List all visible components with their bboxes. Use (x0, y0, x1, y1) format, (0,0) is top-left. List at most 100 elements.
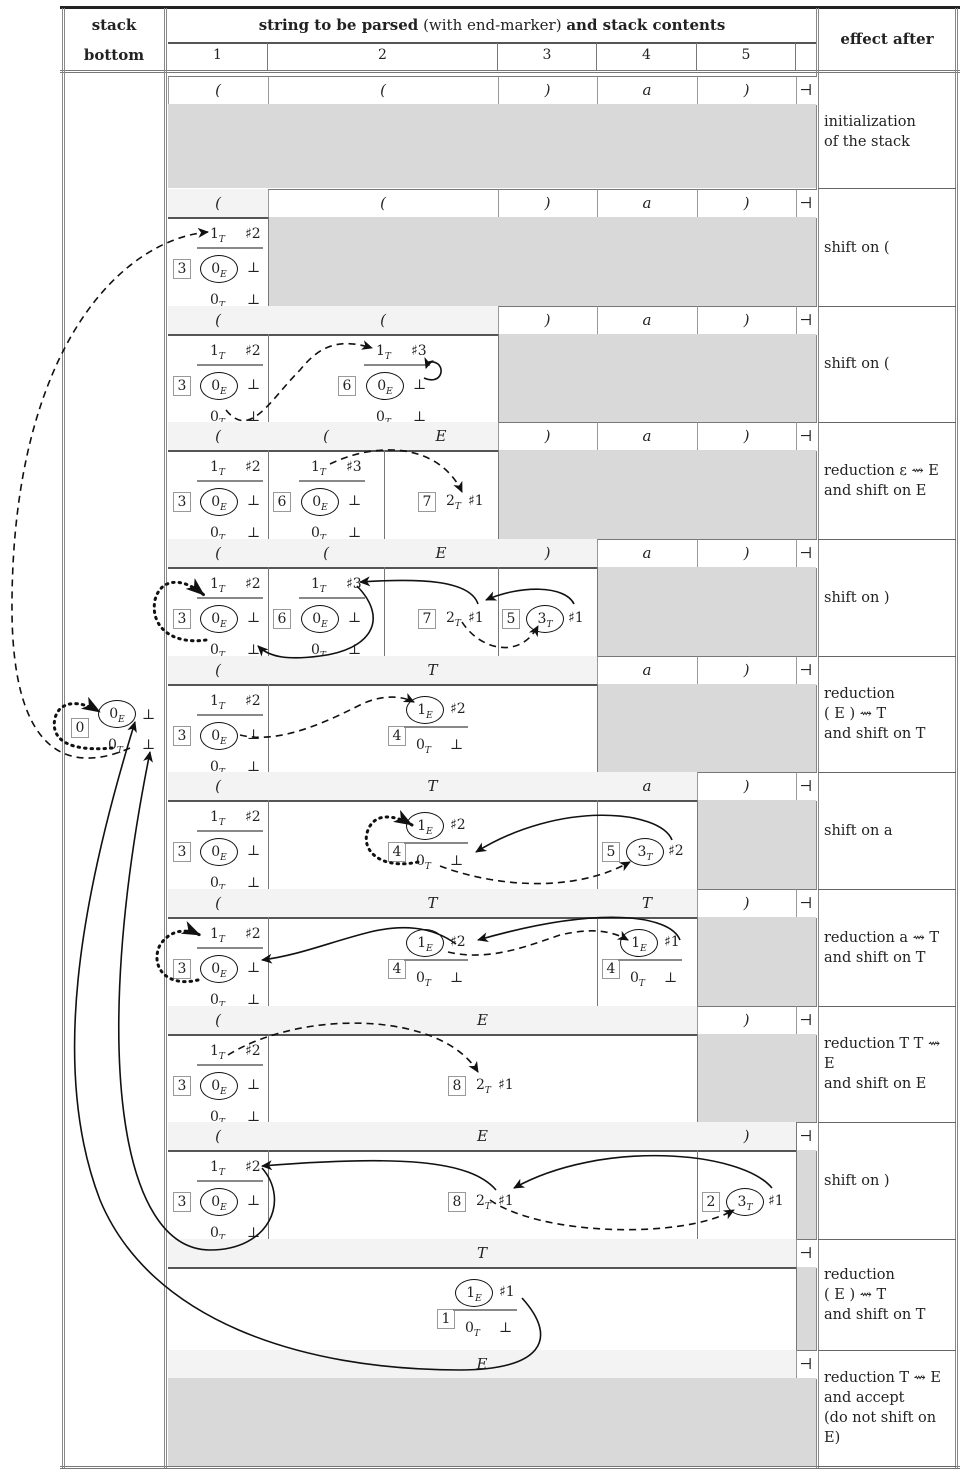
oval-0E: 0E (200, 955, 238, 983)
oval-1E: 1E (406, 696, 444, 724)
header-bottom: bottom (83, 46, 145, 64)
end-marker-cell (796, 539, 817, 568)
end-marker: ⊣ (799, 311, 813, 329)
bottom-symbol: ⊥ (247, 493, 261, 509)
empty-stack-region (796, 1267, 816, 1350)
input-symbol: a (642, 81, 652, 99)
input-symbol: ) (743, 1127, 750, 1145)
header-stack: stack (91, 16, 137, 34)
end-marker: ⊣ (799, 1011, 813, 1029)
effect-divider (818, 539, 956, 540)
end-marker-cell (796, 1350, 817, 1379)
state-box: 5 (502, 609, 520, 629)
input-symbol: ) (743, 194, 750, 212)
effect-line: shift on ) (824, 1172, 890, 1189)
symbol-cell-bg (697, 772, 797, 801)
grid-line (168, 1034, 698, 1036)
label-0T: 0T (210, 1225, 225, 1244)
stack-bottom-box: 0 (71, 718, 89, 738)
bottom-symbol: ⊥ (413, 409, 427, 425)
input-symbol: ( (323, 427, 329, 445)
effect-line: of the stack (824, 134, 910, 150)
bottom-symbol: ⊥ (247, 642, 261, 658)
empty-stack-region (597, 567, 816, 656)
state-box: 8 (448, 1076, 466, 1096)
grid-line (168, 1267, 796, 1269)
label-1T: 1T (210, 226, 225, 245)
sharp-label: ♯1 (568, 610, 584, 626)
bottom-symbol: ⊥ (247, 1077, 261, 1093)
label-2T: 2T (446, 493, 461, 512)
effect-line: shift on ( (824, 239, 890, 256)
stack-bar (197, 597, 263, 599)
bottom-symbol: ⊥ (450, 853, 464, 869)
end-marker: ⊣ (799, 1127, 813, 1145)
state-box: 7 (418, 492, 436, 512)
end-marker-cell (796, 306, 817, 335)
input-symbol: T (427, 777, 438, 795)
end-marker: ⊣ (799, 427, 813, 445)
end-marker: ⊣ (799, 661, 813, 679)
grid-line (168, 1150, 796, 1152)
stack-bar (197, 830, 263, 832)
state-box: 4 (388, 726, 406, 746)
oval-3T: 3T (526, 605, 564, 633)
bottom-symbol: ⊥ (450, 737, 464, 753)
state-box: 3 (173, 492, 191, 512)
effect-line: E (824, 1056, 835, 1072)
effect-line: reduction ε ⇝ E (824, 462, 939, 479)
grid-line (384, 450, 385, 539)
symbol-cell-bg (498, 422, 598, 451)
symbol-cell-bg (597, 189, 698, 218)
effect-line: and shift on E (824, 1076, 927, 1092)
input-symbol: ( (323, 544, 329, 562)
empty-stack-region (268, 217, 816, 306)
effect-divider (818, 422, 956, 423)
header-title-part2: (with end-marker) (423, 16, 562, 34)
symbol-row (168, 1122, 816, 1150)
grid-line (796, 1267, 797, 1350)
col-header-1: 1 (213, 47, 222, 63)
input-symbol: T (427, 894, 438, 912)
sharp-label: ♯2 (245, 809, 261, 825)
input-symbol: E (435, 427, 447, 445)
frame-right (955, 8, 958, 1468)
empty-stack-region (796, 1150, 816, 1239)
stack-bar (197, 480, 263, 482)
state-box: 5 (602, 842, 620, 862)
solid-link-step11 (73, 721, 542, 1371)
symbol-cell-bg (697, 189, 797, 218)
input-symbol: ) (743, 661, 750, 679)
input-symbol: ) (743, 427, 750, 445)
input-symbol: E (477, 1011, 488, 1029)
effect-line: and shift on E (824, 482, 927, 499)
dotted-loop-step5 (152, 578, 208, 643)
symbol-cell-bg (697, 889, 797, 918)
solid-link-step8-b (477, 916, 681, 943)
symbol-row (168, 1350, 816, 1378)
effect-line: and accept (824, 1390, 905, 1406)
sharp-label: ♯1 (498, 1077, 514, 1093)
stack-bar (197, 1180, 263, 1182)
input-symbol: E (477, 1127, 488, 1145)
sharp-label: ♯3 (411, 343, 427, 359)
grid-line (268, 684, 269, 772)
sharp-label: ♯1 (468, 493, 484, 509)
grid-line (597, 684, 598, 772)
effect-line: and shift on T (824, 1306, 926, 1323)
sharp-label: ♯2 (450, 701, 466, 717)
empty-stack-region (168, 1378, 816, 1466)
grid-line (168, 334, 498, 336)
oval-0E: 0E (200, 372, 238, 400)
grid-line (597, 800, 598, 889)
stack-bar (618, 959, 682, 961)
sharp-label: ♯2 (245, 343, 261, 359)
bottom-symbol: ⊥ (499, 1320, 513, 1336)
effect-line: initialization (824, 114, 916, 130)
label-1T: 1T (210, 693, 225, 712)
oval-3T: 3T (726, 1188, 764, 1216)
solid-link-step10-a (513, 1154, 773, 1189)
label-0T: 0T (416, 853, 431, 872)
